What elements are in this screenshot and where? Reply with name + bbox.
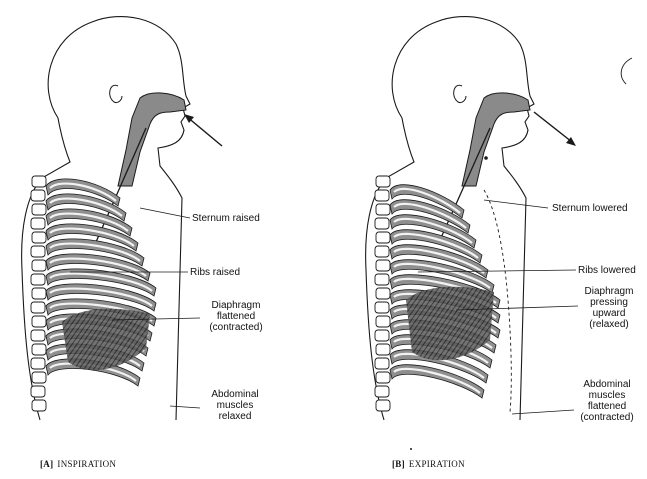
spine-a-vertebra (32, 176, 46, 187)
spine-b-vertebra (375, 246, 389, 257)
spine-b-vertebra (375, 386, 389, 397)
spine-a-vertebra (32, 400, 46, 411)
spine-b-vertebra (375, 218, 389, 229)
label-diaphragm-a: Diaphragm flattened (contracted) (198, 300, 274, 333)
spine-b-vertebra (375, 190, 389, 201)
spine-b-vertebra (375, 358, 389, 369)
spine-a-vertebra (31, 330, 45, 341)
corner-curve-b (621, 58, 632, 84)
spine-b-vertebra (376, 232, 390, 243)
spine-b-vertebra (375, 330, 389, 341)
spine-a (31, 176, 46, 411)
spine-a-vertebra (32, 316, 46, 327)
spine-a-vertebra (32, 260, 46, 271)
airflow-arrow-a (186, 116, 222, 146)
caption-b: [B] EXPIRATION (392, 459, 465, 469)
spine-b-vertebra (375, 302, 389, 313)
label-ribs-b: Ribs lowered (578, 265, 636, 276)
diaphragm-b (406, 287, 494, 360)
spine-a-vertebra (31, 218, 45, 229)
label-sternum-b: Sternum lowered (552, 203, 628, 214)
spine-b-vertebra (376, 260, 390, 271)
spine-b-vertebra (376, 316, 390, 327)
spine-a-vertebra (32, 344, 46, 355)
spine-b-vertebra (376, 400, 390, 411)
caption-a: [A] INSPIRATION (40, 459, 116, 469)
airway-b (462, 93, 530, 186)
spine-b (375, 176, 390, 411)
ear-a (110, 85, 122, 102)
caption-title-b: EXPIRATION (409, 459, 465, 469)
spine-a-vertebra (32, 204, 46, 215)
label-diaphragm-b: Diaphragm pressing upward (relaxed) (574, 286, 644, 330)
leader-sternum-a (140, 208, 190, 218)
spine-a-vertebra (32, 372, 46, 383)
spine-b-vertebra (375, 274, 389, 285)
leader-abdominal-b (512, 410, 574, 414)
spine-b-vertebra (376, 176, 390, 187)
airflow-arrow-b (534, 112, 572, 142)
small-mark-b (410, 448, 412, 450)
label-sternum-a: Sternum raised (192, 213, 260, 224)
caption-tag-b: [B] (392, 459, 405, 469)
spine-a-vertebra (31, 246, 45, 257)
spine-a-vertebra (31, 190, 45, 201)
leader-sternum-b (484, 200, 548, 208)
caption-title-a: INSPIRATION (57, 459, 116, 469)
spine-a-vertebra (32, 232, 46, 243)
spine-b-vertebra (376, 344, 390, 355)
label-abdominal-a: Abdominal muscles relaxed (196, 389, 274, 422)
airway-a (118, 93, 186, 186)
spine-b-vertebra (376, 288, 390, 299)
spine-a-vertebra (31, 358, 45, 369)
spine-b-vertebra (376, 372, 390, 383)
label-ribs-a: Ribs raised (190, 267, 240, 278)
spine-a-vertebra (31, 302, 45, 313)
dot-mark-b (484, 156, 488, 160)
spine-a-vertebra (31, 386, 45, 397)
spine-a-vertebra (32, 288, 46, 299)
caption-tag-a: [A] (40, 459, 53, 469)
spine-b-vertebra (376, 204, 390, 215)
ear-b (454, 85, 466, 102)
label-abdominal-b: Abdominal muscles flattened (contracted) (570, 379, 644, 423)
spine-a-vertebra (31, 274, 45, 285)
